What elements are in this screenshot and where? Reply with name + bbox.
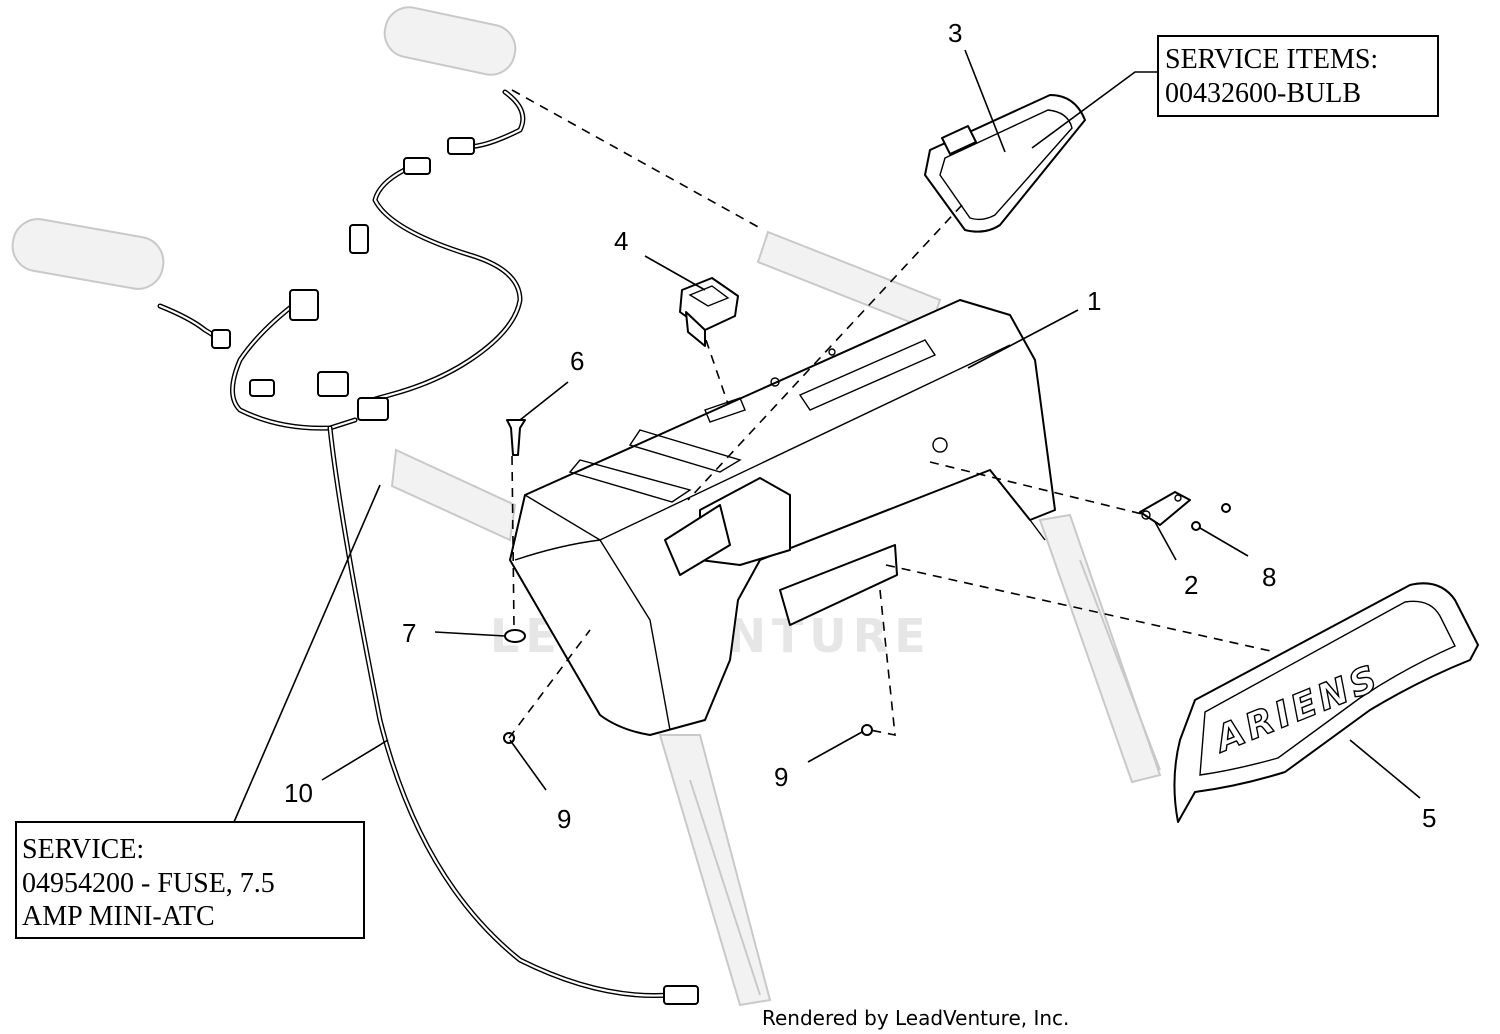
callout-5: 5 [1422,803,1436,833]
callout-9-left: 9 [557,804,571,834]
service-fuse-line-3: AMP MINI-ATC [22,901,215,932]
service-fuse-line-1: SERVICE: [22,834,144,865]
rocker-switch [679,277,739,347]
assembly-lines [508,89,1276,739]
console-housing [509,299,1056,736]
callout-2: 2 [1184,570,1198,600]
callout-1: 1 [1087,286,1101,316]
fuse-bracket [1139,491,1191,526]
wiring-harness [157,89,699,1005]
service-fuse-line-2: 04954200 - FUSE, 7.5 [22,868,275,899]
callout-3: 3 [948,18,962,48]
service-items-box: SERVICE ITEMS: 00432600-BULB [1157,35,1439,117]
callout-8: 8 [1262,562,1276,592]
service-fuse-box: SERVICE: 04954200 - FUSE, 7.5 AMP MINI-A… [15,821,365,939]
callout-9-right: 9 [774,762,788,792]
callout-4: 4 [614,226,628,256]
leader-lines [233,49,1421,823]
callout-10: 10 [284,778,313,808]
service-items-line-1: SERVICE ITEMS: [1165,44,1378,75]
ariens-logo-panel: ARIENS [1173,582,1479,823]
callout-numbers: 1 2 3 4 5 6 7 8 9 9 10 [284,18,1436,834]
service-items-line-2: 00432600-BULB [1165,78,1361,109]
hardware [503,419,1231,744]
headlight [924,94,1086,233]
ghost-handlebars [11,6,1162,1007]
callout-6: 6 [570,346,584,376]
render-credit: Rendered by LeadVenture, Inc. [762,1006,1069,1030]
callout-7: 7 [402,618,416,648]
